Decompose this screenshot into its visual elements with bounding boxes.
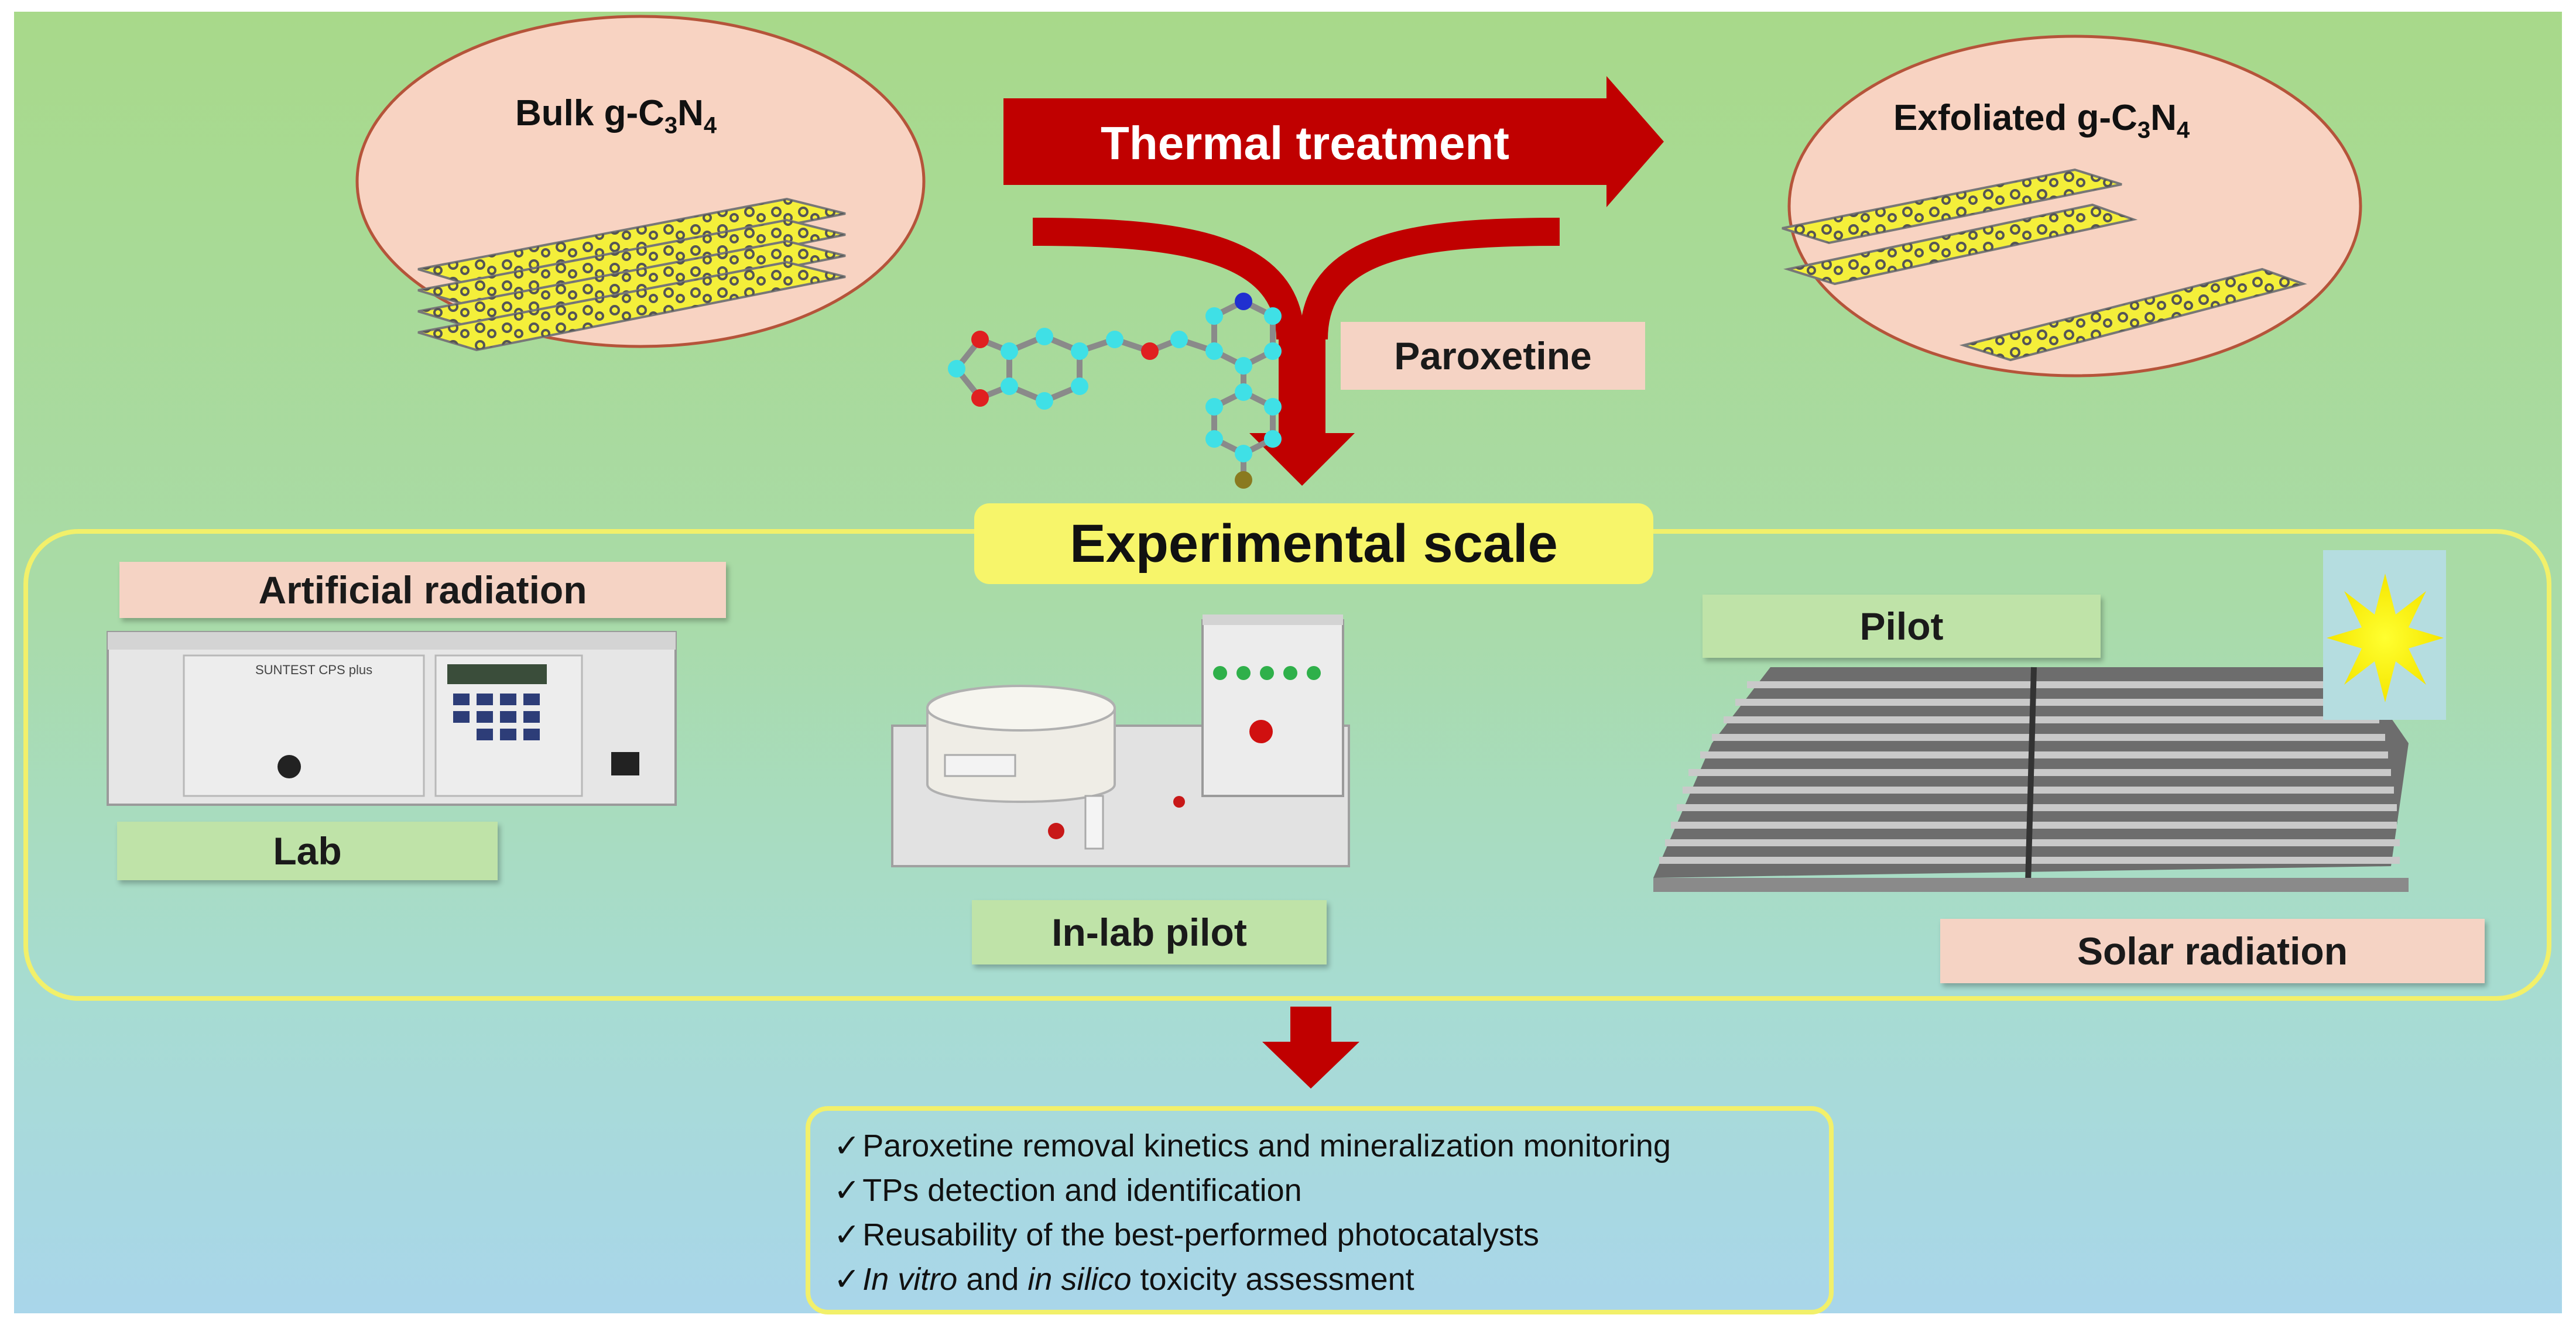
outcome-item: ✓Reusability of the best-performed photo… <box>834 1217 1539 1252</box>
device-brand-label: SUNTEST CPS plus <box>255 663 373 677</box>
in-lab-pilot-label: In-lab pilot <box>972 900 1327 964</box>
diagram-graphics <box>14 12 2562 1313</box>
bulk-layers-graphic <box>417 197 846 352</box>
outcome-arrow <box>1262 1007 1359 1089</box>
suntest-device-graphic <box>107 631 677 806</box>
exfoliated-label: Exfoliated g-C3N4 <box>1893 98 2190 143</box>
bulk-label: Bulk g-C3N4 <box>515 93 717 139</box>
outcome-item: ✓Paroxetine removal kinetics and mineral… <box>834 1128 1671 1163</box>
exfoliated-oval <box>1782 35 2362 377</box>
in-lab-pilot-graphic <box>891 615 1350 867</box>
lab-label: Lab <box>117 822 498 880</box>
solar-pilot-graphic <box>1653 667 2409 892</box>
outcomes-box: ✓Paroxetine removal kinetics and mineral… <box>806 1106 1834 1314</box>
bulk-oval <box>355 15 926 352</box>
thermal-arrow <box>1003 76 1664 207</box>
outcome-item: ✓In vitro and in silico toxicity assessm… <box>834 1262 1414 1297</box>
thermal-treatment-label: Thermal treatment <box>1101 117 1509 169</box>
pilot-label: Pilot <box>1703 595 2101 658</box>
outcome-item: ✓TPs detection and identification <box>834 1173 1302 1208</box>
paroxetine-label: Paroxetine <box>1341 322 1645 390</box>
paroxetine-atoms <box>948 293 1282 489</box>
experimental-scale-title: Experimental scale <box>974 503 1653 584</box>
artificial-radiation-label: Artificial radiation <box>119 562 726 618</box>
exfoliated-layers-graphic <box>1782 168 2307 362</box>
sun-icon <box>2323 550 2446 720</box>
solar-radiation-label: Solar radiation <box>1940 919 2485 983</box>
diagram-canvas: Bulk g-C3N4 Exfoliated g-C3N4 Thermal tr… <box>14 12 2562 1314</box>
